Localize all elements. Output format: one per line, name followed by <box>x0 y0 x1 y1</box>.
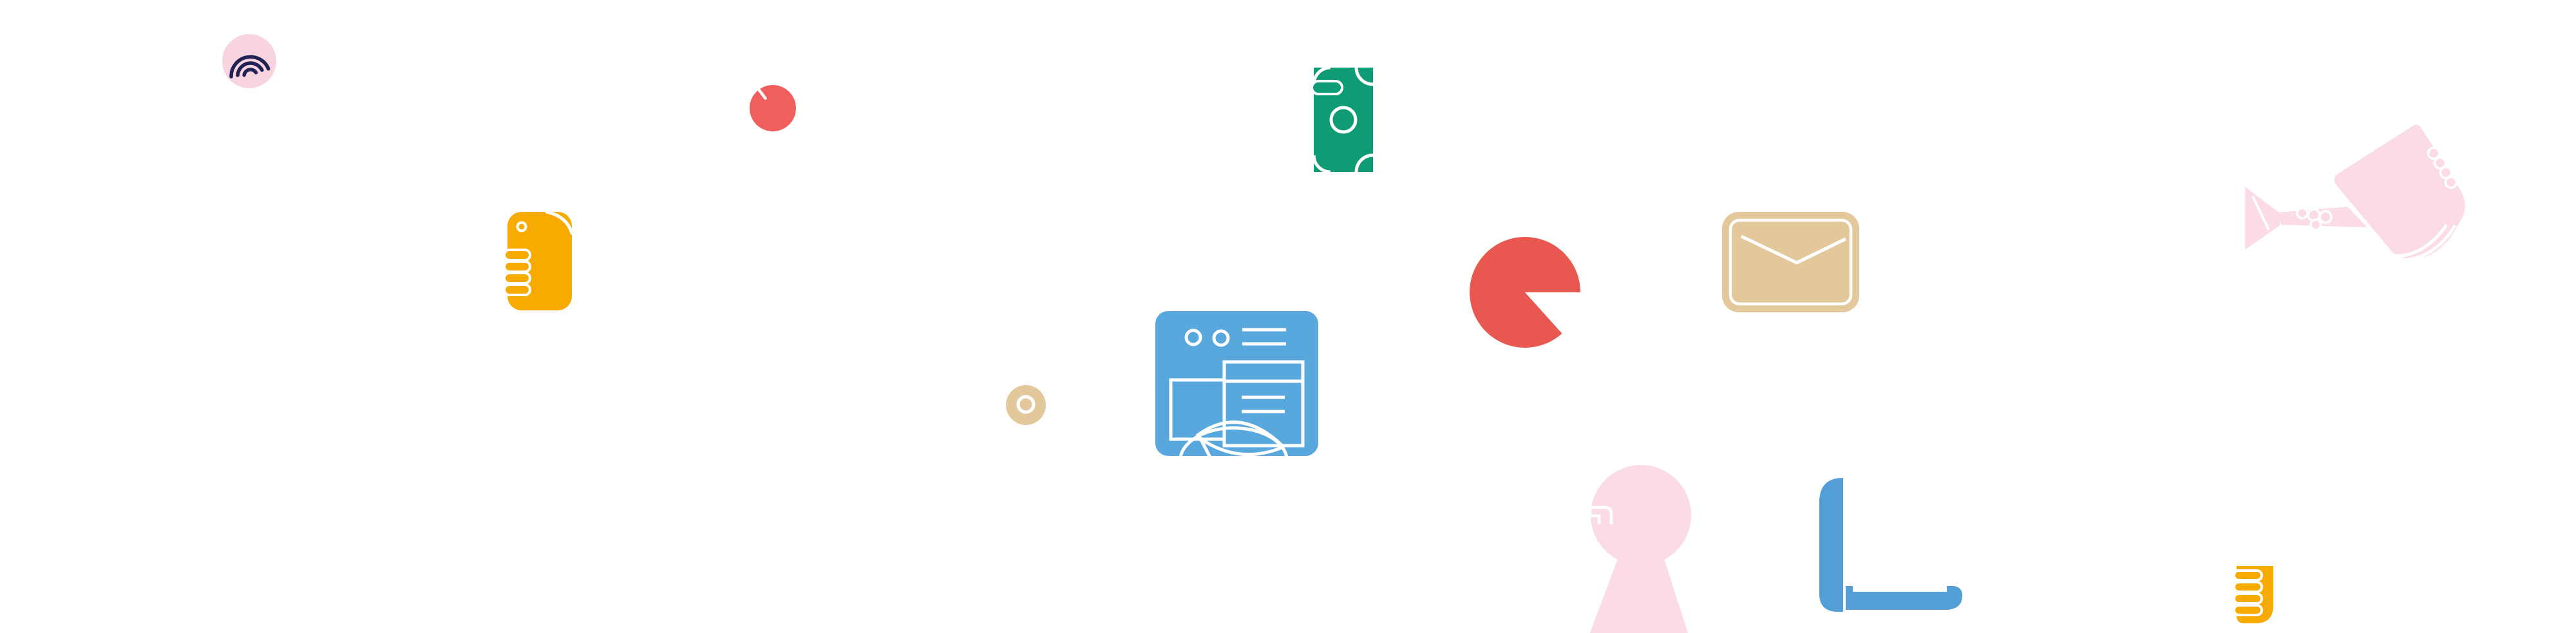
globe-detail <box>1179 420 1289 456</box>
laptop-icon <box>1819 478 1963 612</box>
envelope-flap <box>1740 234 1847 265</box>
browser-window-icon <box>1155 311 1318 456</box>
laptop-base <box>1846 586 1963 610</box>
banknote-icon <box>1311 66 1374 174</box>
watering-can-icon <box>2245 124 2465 262</box>
pie-pacman-icon <box>1470 236 1581 348</box>
donut-icon <box>1006 385 1046 425</box>
envelope-icon <box>1722 212 1859 312</box>
grip-card-icon <box>2233 566 2273 623</box>
keyhole-figure-icon <box>1588 465 1691 633</box>
wifi-icon <box>222 34 276 88</box>
knob-circle-icon <box>750 85 796 131</box>
keyhole-detail <box>1588 505 1613 524</box>
notepad-hand-icon <box>503 210 574 310</box>
laptop-lid <box>1819 478 1843 612</box>
